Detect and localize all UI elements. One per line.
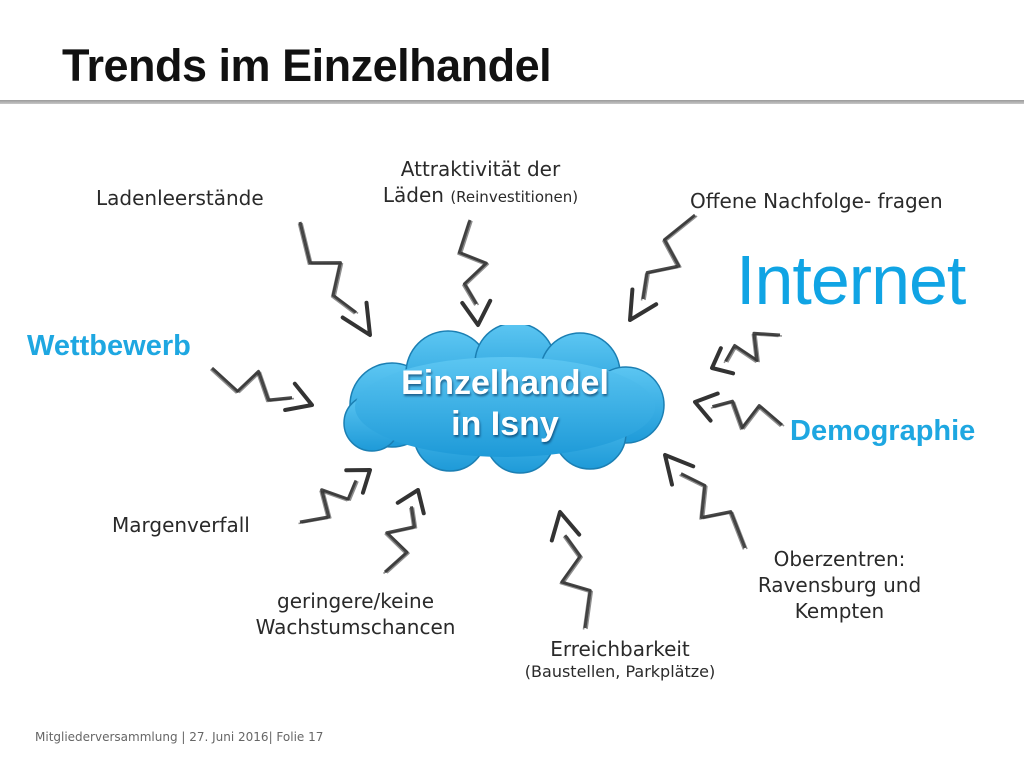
center-label: Einzelhandel in Isny [340, 363, 670, 446]
label-attraktivitaet: Attraktivität der Läden (Reinvestitionen… [358, 156, 603, 208]
label-oberzentren-line3: Kempten [794, 599, 885, 623]
label-oberzentren: Oberzentren: Ravensburg und Kempten [732, 546, 947, 624]
label-ladenleerstaende: Ladenleerstände [96, 186, 264, 210]
center-label-line1: Einzelhandel [401, 364, 609, 402]
label-attraktivitaet-line2: Läden (Reinvestitionen) [358, 182, 603, 208]
zigzag-arrow-icon [297, 221, 372, 337]
zigzag-arrow-icon [710, 331, 783, 376]
label-erreichbarkeit-note: (Baustellen, Parkplätze) [524, 662, 716, 681]
zigzag-arrow-icon [663, 453, 748, 550]
label-oberzentren-line2: Ravensburg und [757, 573, 922, 597]
label-oberzentren-line1: Oberzentren: [773, 547, 906, 571]
label-erreichbarkeit: Erreichbarkeit (Baustellen, Parkplätze) [505, 636, 735, 683]
label-attraktivitaet-note: (Reinvestitionen) [450, 188, 579, 206]
zigzag-arrow-icon [382, 488, 426, 575]
label-wachstum-line2: Wachstumschancen [255, 615, 456, 639]
center-label-line2: in Isny [451, 405, 559, 444]
zigzag-arrow-icon [693, 391, 785, 431]
zigzag-arrow-icon [298, 468, 372, 525]
label-erreichbarkeit-line1: Erreichbarkeit [550, 637, 690, 661]
title-divider [0, 100, 1024, 104]
zigzag-arrow-icon [457, 219, 493, 327]
label-wettbewerb: Wettbewerb [27, 330, 191, 362]
label-attraktivitaet-line1: Attraktivität der [400, 157, 561, 181]
label-internet: Internet [736, 241, 966, 319]
label-margenverfall: Margenverfall [112, 513, 250, 537]
zigzag-arrow-icon [628, 213, 698, 322]
label-demographie: Demographie [790, 415, 976, 447]
zigzag-arrow-icon [549, 510, 594, 630]
label-nachfolge: Offene Nachfolge- fragen [690, 189, 943, 213]
cloud-shape [343, 325, 665, 474]
slide-footer: Mitgliederversammlung | 27. Juni 2016| F… [35, 730, 324, 744]
label-wachstum: geringere/keine Wachstumschancen [228, 588, 483, 640]
zigzag-arrow-icon [209, 366, 314, 412]
label-wachstum-line1: geringere/keine [277, 589, 434, 613]
label-attraktivitaet-word: Läden [382, 183, 444, 207]
slide-title: Trends im Einzelhandel [62, 40, 552, 91]
